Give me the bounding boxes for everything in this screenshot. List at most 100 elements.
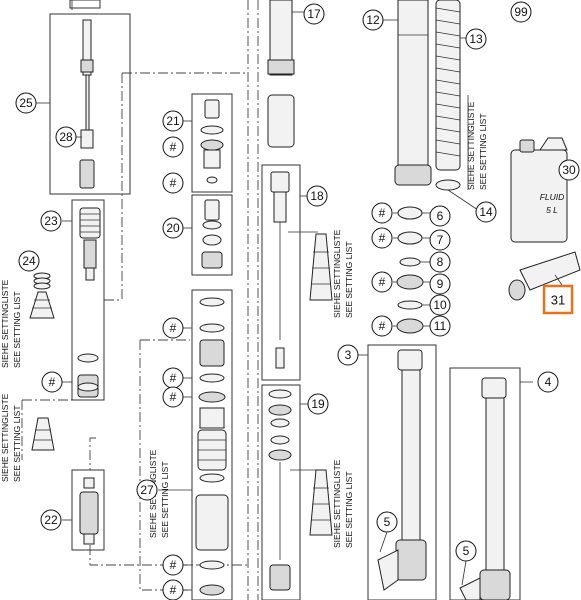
setting-list-en: SEE SETTING LIST	[478, 113, 488, 190]
callout-hash-23[interactable]: #	[41, 371, 63, 393]
callout-23-label: 23	[44, 214, 58, 228]
callout-hash-21a[interactable]: #	[162, 136, 184, 158]
callout-7-label: 7	[437, 233, 444, 247]
callout-5a[interactable]: 5	[376, 511, 398, 533]
hash-label: #	[170, 558, 177, 572]
tube-31	[508, 251, 581, 301]
callout-hash-11[interactable]: #	[371, 315, 393, 337]
callout-hash-27d[interactable]: #	[162, 554, 184, 576]
callout-12[interactable]: 12	[362, 9, 384, 31]
callout-7[interactable]: 7	[429, 229, 451, 251]
callout-31-highlighted[interactable]: 31	[542, 284, 574, 315]
callout-25[interactable]: 25	[15, 92, 37, 114]
hash-label: #	[170, 371, 177, 385]
callout-23[interactable]: 23	[40, 210, 62, 232]
callout-hash-27e[interactable]: #	[162, 579, 184, 600]
callout-10[interactable]: 10	[429, 294, 451, 316]
callout-hash-7[interactable]: #	[371, 227, 393, 249]
setting-list-en: SEE SETTING LIST	[344, 471, 354, 548]
shim-stack-24	[29, 272, 55, 319]
callout-28[interactable]: 28	[55, 126, 77, 148]
callout-27[interactable]: 27	[136, 479, 158, 501]
assembly-box-27	[158, 289, 233, 600]
assembly-box-18	[261, 164, 318, 381]
callout-14[interactable]: 14	[475, 201, 497, 223]
callout-25-label: 25	[19, 96, 33, 110]
callout-24-label: 24	[22, 254, 36, 268]
hash-label: #	[379, 206, 386, 220]
callout-hash-9[interactable]: #	[371, 271, 393, 293]
callout-4-label: 4	[545, 375, 552, 389]
setting-list-en: SEE SETTING LIST	[12, 405, 22, 482]
assembly-box-21	[183, 93, 233, 193]
callout-3-label: 3	[345, 348, 352, 362]
callout-21[interactable]: 21	[162, 110, 184, 132]
setting-list-en: SEE SETTING LIST	[12, 291, 22, 368]
oil-can-label-line1: FLUID	[540, 192, 565, 202]
callout-hash-21b[interactable]: #	[162, 172, 184, 194]
callout-5b[interactable]: 5	[455, 540, 477, 562]
part-17	[267, 0, 304, 148]
hash-label: #	[379, 275, 386, 289]
callout-13-label: 13	[469, 32, 483, 46]
callout-3[interactable]: 3	[337, 344, 359, 366]
callout-24[interactable]: 24	[18, 250, 40, 272]
callout-12-label: 12	[366, 13, 380, 27]
hash-label: #	[49, 375, 56, 389]
callout-19-label: 19	[311, 397, 325, 411]
callout-99[interactable]: 99	[510, 1, 532, 23]
hash-label: #	[170, 321, 177, 335]
setting-list-de: SIEHE SETTINGLISTE	[466, 101, 476, 190]
assembly-box-25	[36, 13, 131, 195]
callout-5b-label: 5	[463, 544, 470, 558]
callout-20[interactable]: 20	[162, 217, 184, 239]
fork-tube-12	[383, 0, 432, 186]
hash-label: #	[170, 583, 177, 597]
spring-cone-lower	[309, 469, 333, 536]
setting-list-note-6: SIEHE SETTINGLISTE SEE SETTING LIST	[466, 101, 488, 190]
callout-13[interactable]: 13	[465, 28, 487, 50]
callout-9[interactable]: 9	[429, 273, 451, 295]
callout-8-label: 8	[437, 255, 444, 269]
callout-17[interactable]: 17	[303, 3, 325, 25]
hash-label: #	[379, 231, 386, 245]
callout-18-label: 18	[310, 189, 324, 203]
callout-6[interactable]: 6	[429, 205, 451, 227]
callout-11[interactable]: 11	[429, 315, 451, 337]
shim-stack-left	[31, 417, 55, 451]
assembly-box-20	[183, 194, 233, 276]
callout-5a-label: 5	[384, 515, 391, 529]
callout-19[interactable]: 19	[307, 393, 329, 415]
seal-parts-6-11	[393, 206, 432, 334]
callout-30[interactable]: 30	[558, 159, 580, 181]
setting-list-en: SEE SETTING LIST	[160, 461, 170, 538]
callout-hash-6[interactable]: #	[371, 202, 393, 224]
callout-hash-27c[interactable]: #	[162, 386, 184, 408]
callout-hash-27b[interactable]: #	[162, 367, 184, 389]
callout-11-label: 11	[434, 319, 447, 333]
spring-13	[435, 0, 479, 211]
assembly-box-3	[358, 344, 437, 600]
setting-list-en: SEE SETTING LIST	[344, 241, 354, 318]
hash-label: #	[170, 140, 177, 154]
callout-18[interactable]: 18	[306, 185, 328, 207]
hash-label: #	[379, 319, 386, 333]
callout-4[interactable]: 4	[537, 371, 559, 393]
assembly-box-4	[449, 367, 533, 600]
callout-8[interactable]: 8	[429, 251, 451, 273]
callout-hash-27a[interactable]: #	[162, 317, 184, 339]
setting-list-note-5: SIEHE SETTINGLISTE SEE SETTING LIST	[332, 459, 354, 548]
callout-30-label: 30	[562, 163, 576, 177]
oil-can-30: FLUID 5 L	[510, 137, 568, 243]
callout-9-label: 9	[437, 277, 444, 291]
setting-list-de: SIEHE SETTINGLISTE	[0, 279, 10, 368]
oil-can-label-line2: 5 L	[546, 205, 558, 215]
setting-list-de: SIEHE SETTINGLISTE	[332, 459, 342, 548]
callout-22-label: 22	[44, 513, 58, 527]
callout-22[interactable]: 22	[40, 509, 62, 531]
callout-31-label: 31	[551, 293, 565, 308]
callout-17-label: 17	[307, 7, 321, 21]
spring-cone-upper	[309, 233, 333, 301]
setting-list-note-4: SIEHE SETTINGLISTE SEE SETTING LIST	[332, 229, 354, 318]
